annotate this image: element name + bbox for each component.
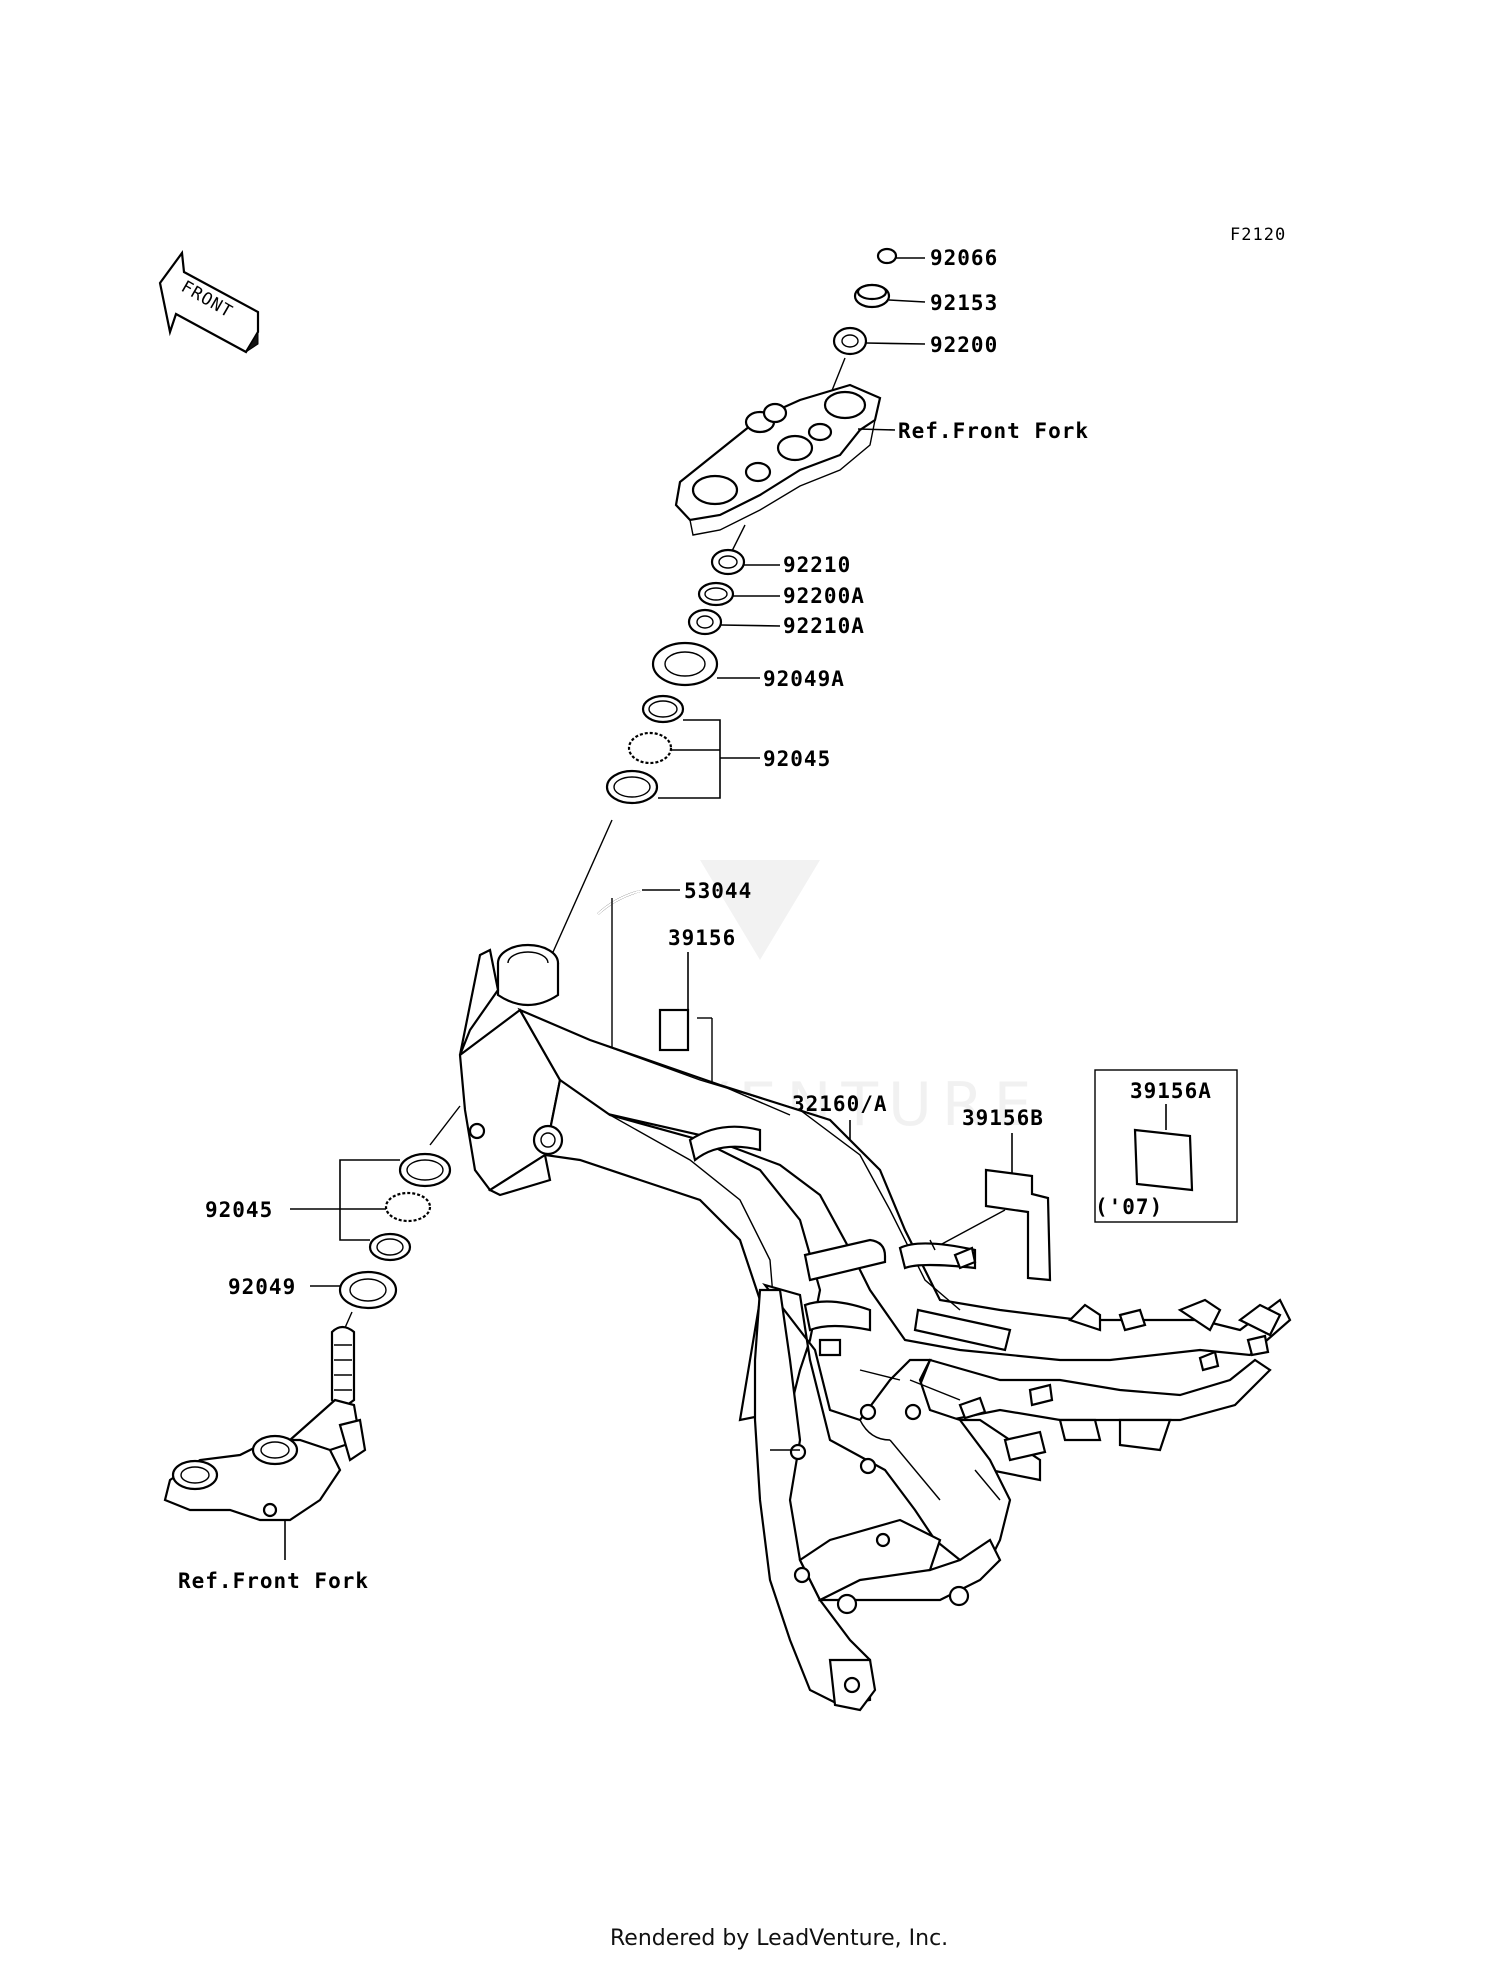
callout-92153: 92153 — [930, 291, 998, 315]
part-92049A: 92049A — [651, 641, 845, 691]
part-92200A: 92200A — [697, 581, 865, 608]
part-92045-bottom: 92045 — [205, 1152, 452, 1262]
part-39156: 39156 — [658, 926, 736, 1110]
frame-32160A — [458, 943, 1292, 1712]
part-92153: 92153 — [853, 283, 998, 315]
figure-code: F2120 — [1230, 225, 1286, 245]
steering-stem-lower-clamp: Ref.Front Fork — [163, 1325, 369, 1593]
callout-92049: 92049 — [228, 1275, 296, 1299]
part-92210: 92210 — [710, 548, 851, 577]
part-92049: 92049 — [228, 1270, 398, 1310]
callout-ref-front-fork-bottom: Ref.Front Fork — [178, 1569, 369, 1593]
part-39156A-box: 39156A ('07) — [1094, 1069, 1238, 1223]
part-92066: 92066 — [876, 246, 998, 270]
callout-ref-front-fork-top: Ref.Front Fork — [898, 419, 1089, 443]
callout-92200A: 92200A — [783, 584, 865, 608]
part-92210A: 92210A — [687, 608, 865, 638]
callout-92045-bottom: 92045 — [205, 1198, 273, 1222]
part-39156B: 39156B — [939, 1106, 1052, 1282]
upper-triple-clamp: Ref.Front Fork — [674, 383, 1089, 536]
callout-39156A: 39156A — [1130, 1079, 1212, 1103]
footer-credit: Rendered by LeadVenture, Inc. — [610, 1926, 948, 1951]
callout-39156B: 39156B — [962, 1106, 1044, 1130]
callout-92200: 92200 — [930, 333, 998, 357]
callout-92049A: 92049A — [763, 667, 845, 691]
callout-92045-top: 92045 — [763, 747, 831, 771]
callout-year-07: ('07) — [1095, 1195, 1163, 1219]
callout-39156: 39156 — [668, 926, 736, 950]
callout-92210A: 92210A — [783, 614, 865, 638]
front-arrow-icon: FRONT — [158, 250, 260, 354]
part-92045-top: 92045 — [605, 694, 831, 805]
callout-53044: 53044 — [684, 879, 752, 903]
callout-92210: 92210 — [783, 553, 851, 577]
callout-92066: 92066 — [930, 246, 998, 270]
part-92200: 92200 — [832, 326, 998, 357]
